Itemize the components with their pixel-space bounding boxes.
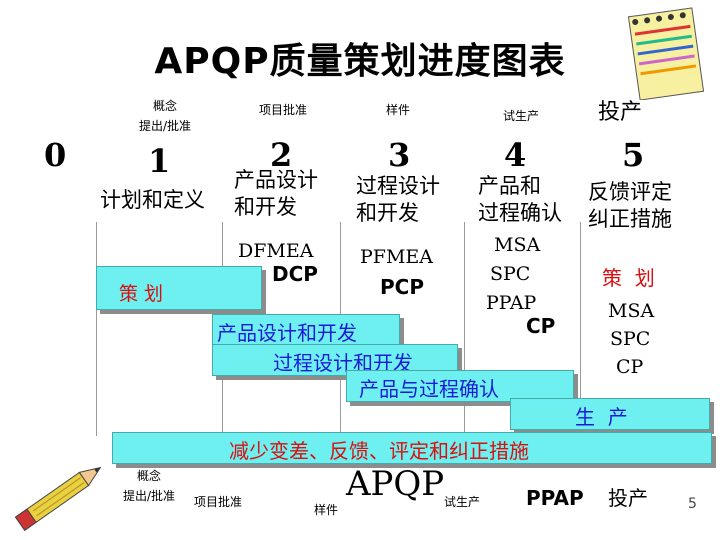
page-number: 5 (688, 496, 697, 512)
bar-planning: 策 划 (96, 266, 262, 310)
phase-4-name: 产品和 过程确认 (478, 173, 562, 227)
bar-feedback: 减少变差、反馈、评定和纠正措施 (112, 432, 712, 464)
milestone-pilot: 试生产 (502, 109, 539, 123)
bottom-prototype: 样件 (313, 503, 338, 517)
phase-4-line2: 过程确认 (478, 201, 562, 225)
bottom-pilot: 试生产 (443, 495, 480, 509)
bar-production: 生 产 (510, 398, 710, 430)
bottom-concept: 概念 提出/批准 (116, 466, 182, 506)
bar-product-design: 产品设计和开发 (212, 314, 400, 346)
phase-2-line2: 和开发 (234, 195, 297, 219)
phase-2-line1: 产品设计 (234, 168, 318, 192)
bar-validation: 产品与过程确认 (346, 370, 574, 402)
milestone-prototype: 样件 (385, 103, 410, 117)
pencil-icon (14, 466, 102, 531)
deliverable-spc: SPC (490, 263, 531, 285)
deliverable-ppap: PPAP (486, 292, 537, 314)
divider-line (96, 222, 97, 436)
bottom-concept-line2: 提出/批准 (122, 489, 176, 503)
bottom-ppap: PPAP (526, 486, 584, 510)
phase-5-line2: 纠正措施 (588, 207, 672, 231)
phase-3-name: 过程设计 和开发 (356, 173, 440, 227)
deliverable-pcp: PCP (380, 275, 424, 299)
phase-number-3: 3 (388, 136, 411, 174)
bar-planning-label: 策 划 (119, 283, 164, 305)
page-title: APQP质量策划进度图表 (154, 41, 566, 82)
milestone-concept-line2: 提出/批准 (138, 119, 192, 133)
right-msa: MSA (608, 300, 655, 322)
phase-1-name: 计划和定义 (100, 188, 205, 212)
phase-3-line1: 过程设计 (356, 174, 440, 198)
bottom-apqp: APQP (346, 464, 445, 504)
phase-5-name: 反馈评定 纠正措施 (588, 179, 672, 233)
bottom-concept-line1: 概念 (136, 469, 161, 483)
bottom-launch: 投产 (608, 486, 648, 510)
milestone-launch: 投产 (598, 100, 643, 125)
deliverable-dcp: DCP (272, 262, 318, 286)
milestone-concept: 概念 提出/批准 (130, 96, 200, 136)
phase-number-5: 5 (622, 136, 645, 174)
deliverable-dfmea: DFMEA (238, 240, 314, 262)
bar-product-design-label: 产品设计和开发 (217, 321, 357, 345)
milestone-program-approval: 项目批准 (258, 103, 307, 117)
divider-line (580, 222, 581, 436)
deliverable-pfmea: PFMEA (360, 246, 434, 268)
milestone-concept-line1: 概念 (152, 99, 177, 113)
phase-number-4: 4 (504, 136, 527, 174)
phase-5-line1: 反馈评定 (588, 180, 672, 204)
right-spc: SPC (610, 328, 651, 350)
phase-number-1: 1 (148, 142, 171, 180)
bar-feedback-label: 减少变差、反馈、评定和纠正措施 (229, 439, 529, 463)
bar-validation-label: 产品与过程确认 (359, 377, 499, 401)
phase-number-2: 2 (270, 136, 293, 174)
bottom-program-approval: 项目批准 (193, 495, 242, 509)
right-cp: CP (616, 356, 644, 378)
right-planning-label: 策 划 (602, 266, 655, 290)
phase-4-line1: 产品和 (478, 174, 541, 198)
phase-number-0: 0 (44, 136, 67, 174)
phase-2-name: 产品设计 和开发 (234, 167, 318, 221)
divider-line (464, 222, 465, 436)
deliverable-cp: CP (526, 314, 556, 338)
phase-3-line2: 和开发 (356, 201, 419, 225)
deliverable-msa: MSA (494, 234, 541, 256)
bar-production-label: 生 产 (575, 405, 628, 429)
